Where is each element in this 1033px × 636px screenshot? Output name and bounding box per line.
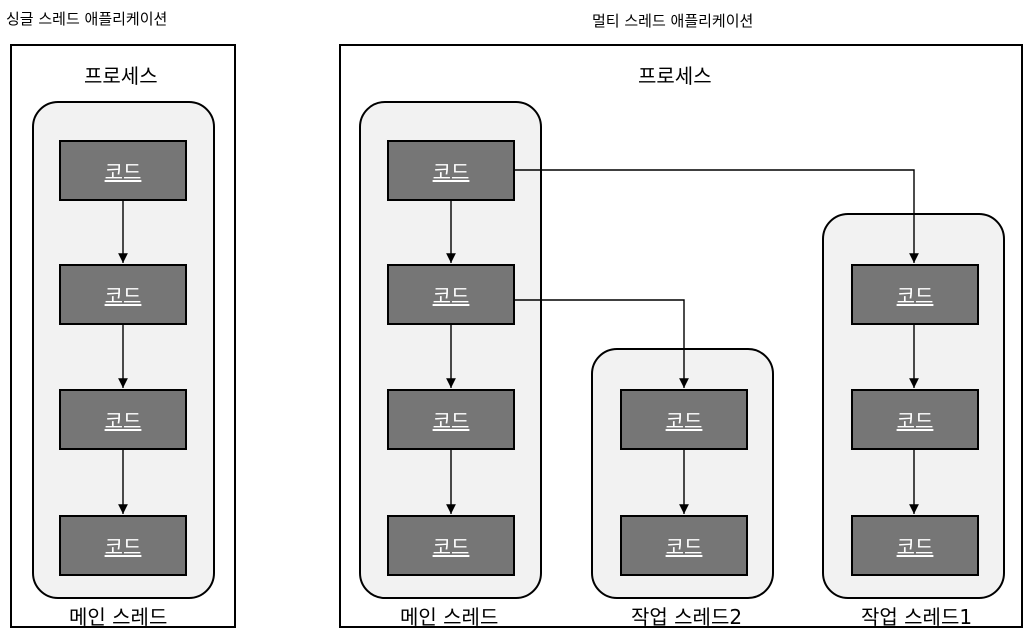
single-main-thread-label: 메인 스레드 (69, 605, 168, 629)
single-code-block-1: 코드 (59, 140, 187, 201)
single-process-label: 프로세스 (84, 64, 158, 88)
worker2-code-block-2: 코드 (620, 515, 748, 576)
main-code-block-1: 코드 (387, 140, 515, 201)
main-code-block-4: 코드 (387, 515, 515, 576)
multi-main-thread-label: 메인 스레드 (400, 605, 499, 629)
multi-thread-app-title: 멀티 스레드 애플리케이션 (592, 12, 754, 30)
multi-process-label: 프로세스 (638, 64, 712, 88)
worker2-code-block-1: 코드 (620, 389, 748, 450)
worker-thread-1-label: 작업 스레드1 (861, 605, 973, 629)
single-code-block-4: 코드 (59, 515, 187, 576)
main-code-block-3: 코드 (387, 389, 515, 450)
single-code-block-2: 코드 (59, 264, 187, 325)
worker1-code-block-3: 코드 (851, 515, 979, 576)
worker1-code-block-2: 코드 (851, 389, 979, 450)
worker1-code-block-1: 코드 (851, 264, 979, 325)
single-code-block-3: 코드 (59, 389, 187, 450)
main-code-block-2: 코드 (387, 264, 515, 325)
single-thread-app-title: 싱글 스레드 애플리케이션 (6, 10, 168, 28)
worker-thread-2-label: 작업 스레드2 (631, 605, 743, 629)
